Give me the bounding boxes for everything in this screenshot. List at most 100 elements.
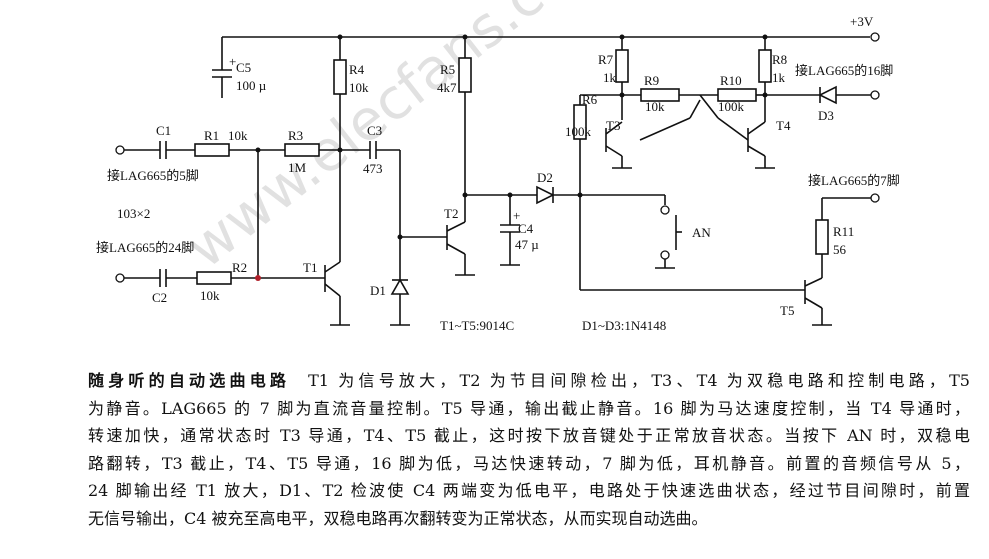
component-label: + — [229, 54, 236, 69]
supply-label: +3V — [850, 14, 874, 29]
schematic-stroke — [324, 261, 341, 273]
resistor-r6: R6 100k — [565, 92, 805, 291]
component-label: R7 — [598, 52, 614, 67]
component-label: AN — [692, 225, 711, 240]
schematic-stroke — [284, 143, 320, 157]
resistor-r4: R4 10k — [333, 37, 369, 262]
schematic-stroke — [660, 250, 670, 260]
component-label: 10k — [645, 99, 665, 114]
diode-d3: D3 — [765, 85, 880, 123]
schematic-stroke — [337, 147, 343, 153]
component-label: 4k7 — [437, 80, 457, 95]
schematic-stroke — [699, 94, 719, 119]
diode-d1: D1 — [370, 234, 447, 326]
resistor-r11: 接LAG665的7脚 R11 56 — [808, 173, 900, 278]
component-label: 56 — [833, 242, 847, 257]
schematic-stroke — [115, 273, 125, 283]
schematic-stroke — [446, 243, 466, 255]
description-line: 24 脚输出经 T1 放大，D1、T2 检波使 C4 两端变为低电平，电路处于快… — [88, 481, 970, 500]
resistor-r7: R7 1k — [598, 37, 629, 120]
resistor-r5: R5 4k7 — [437, 37, 472, 222]
component-label: D1 — [370, 283, 386, 298]
component-label: T5 — [780, 303, 794, 318]
capacitor-c5: + C5 100 µ — [212, 37, 267, 98]
component-label: 1k — [772, 70, 786, 85]
component-label: R11 — [833, 224, 854, 239]
schematic-stroke — [333, 59, 347, 95]
schematic-stroke — [689, 99, 701, 119]
circuit-schematic: +3V + C5 100 µ R4 10k R5 4k7 — [96, 14, 900, 333]
component-label: 47 µ — [515, 237, 539, 252]
description-line: 路翻转，T3 截止，T4、T5 导通，16 脚为低，马达快速转动，7 脚为低，耳… — [88, 453, 970, 473]
component-label: R10 — [720, 73, 742, 88]
schematic-stroke — [390, 278, 410, 295]
component-label: 1M — [288, 160, 307, 175]
component-label: C3 — [367, 123, 382, 138]
transistor-t2: T2 — [444, 206, 475, 276]
schematic-stroke — [196, 271, 232, 285]
component-label: R9 — [644, 73, 659, 88]
component-label: C5 — [236, 60, 251, 75]
diode-d2: D2 — [536, 170, 665, 205]
component-label: C1 — [156, 123, 171, 138]
schematic-stroke — [639, 117, 691, 141]
switch-an: AN — [655, 195, 711, 269]
transistor-t4: T4 — [747, 118, 791, 169]
component-label: T3 — [606, 118, 620, 133]
component-label: C4 — [518, 221, 534, 236]
description-line: 转速加快，通常状态时 T3 导通，T4、T5 截止，这时按下放音键处于正常放音状… — [88, 426, 970, 445]
diode-note: D1~D3:1N4148 — [582, 318, 666, 333]
component-label: 473 — [363, 161, 383, 176]
schematic-stroke — [255, 275, 261, 281]
component-label: T2 — [444, 206, 458, 221]
schematic-stroke — [870, 193, 880, 203]
schematic-stroke — [818, 85, 837, 105]
schematic-stroke — [446, 221, 466, 232]
schematic-stroke — [660, 205, 670, 215]
component-label: R4 — [349, 62, 365, 77]
component-label: R8 — [772, 52, 787, 67]
schematic-stroke — [815, 219, 829, 255]
component-label: D3 — [818, 108, 834, 123]
input-pin5-path: C1 R1 10k R3 1M C3 473 接LAG665的5脚 103×2 — [107, 123, 401, 237]
schematic-stroke — [758, 49, 772, 83]
schematic-stroke — [804, 297, 823, 309]
component-label: R1 — [204, 128, 219, 143]
component-label: 10k — [349, 80, 369, 95]
transistor-note: T1~T5:9014C — [440, 318, 514, 333]
component-label: C2 — [152, 290, 167, 305]
component-label: D2 — [537, 170, 553, 185]
component-label: R3 — [288, 128, 303, 143]
schematic-stroke — [194, 143, 230, 157]
pin24-label: 接LAG665的24脚 — [96, 240, 194, 255]
component-label: 100 µ — [236, 78, 267, 93]
component-label: 10k — [228, 128, 248, 143]
schematic-stroke — [747, 121, 766, 135]
schematic-stroke — [870, 32, 880, 42]
component-label: T1 — [303, 260, 317, 275]
component-label: 1k — [603, 70, 617, 85]
schematic-stroke — [605, 121, 623, 135]
schematic-stroke — [115, 145, 125, 155]
component-label: 103×2 — [117, 206, 150, 221]
resistor-r9: R9 10k — [640, 73, 749, 141]
description-line: 无信号输出，C4 被充至高电平，双稳电路再次翻转变为正常状态，从而实现自动选曲。 — [88, 508, 708, 528]
input-pin24-path: 接LAG665的24脚 R2 10k C2 — [96, 150, 325, 305]
schematic-stroke — [717, 117, 749, 141]
schematic-stroke — [747, 145, 766, 157]
component-label: + — [513, 208, 520, 223]
resistor-r10: R10 100k — [639, 73, 765, 141]
schematic-stroke — [870, 90, 880, 100]
component-label: T4 — [776, 118, 791, 133]
description-line: 为静音。LAG665 的 7 脚为直流音量控制。T5 导通，输出截止静音。16 … — [88, 398, 970, 418]
component-label: 10k — [200, 288, 220, 303]
description-title: 随身听的自动选曲电路 — [88, 371, 291, 390]
capacitor-c4: + C4 47 µ — [465, 192, 539, 266]
pin5-label: 接LAG665的5脚 — [107, 168, 199, 183]
schematic-stroke — [458, 57, 472, 93]
transistor-t1: T1 — [303, 260, 350, 326]
schematic-stroke — [324, 283, 341, 297]
component-label: 100k — [718, 99, 745, 114]
